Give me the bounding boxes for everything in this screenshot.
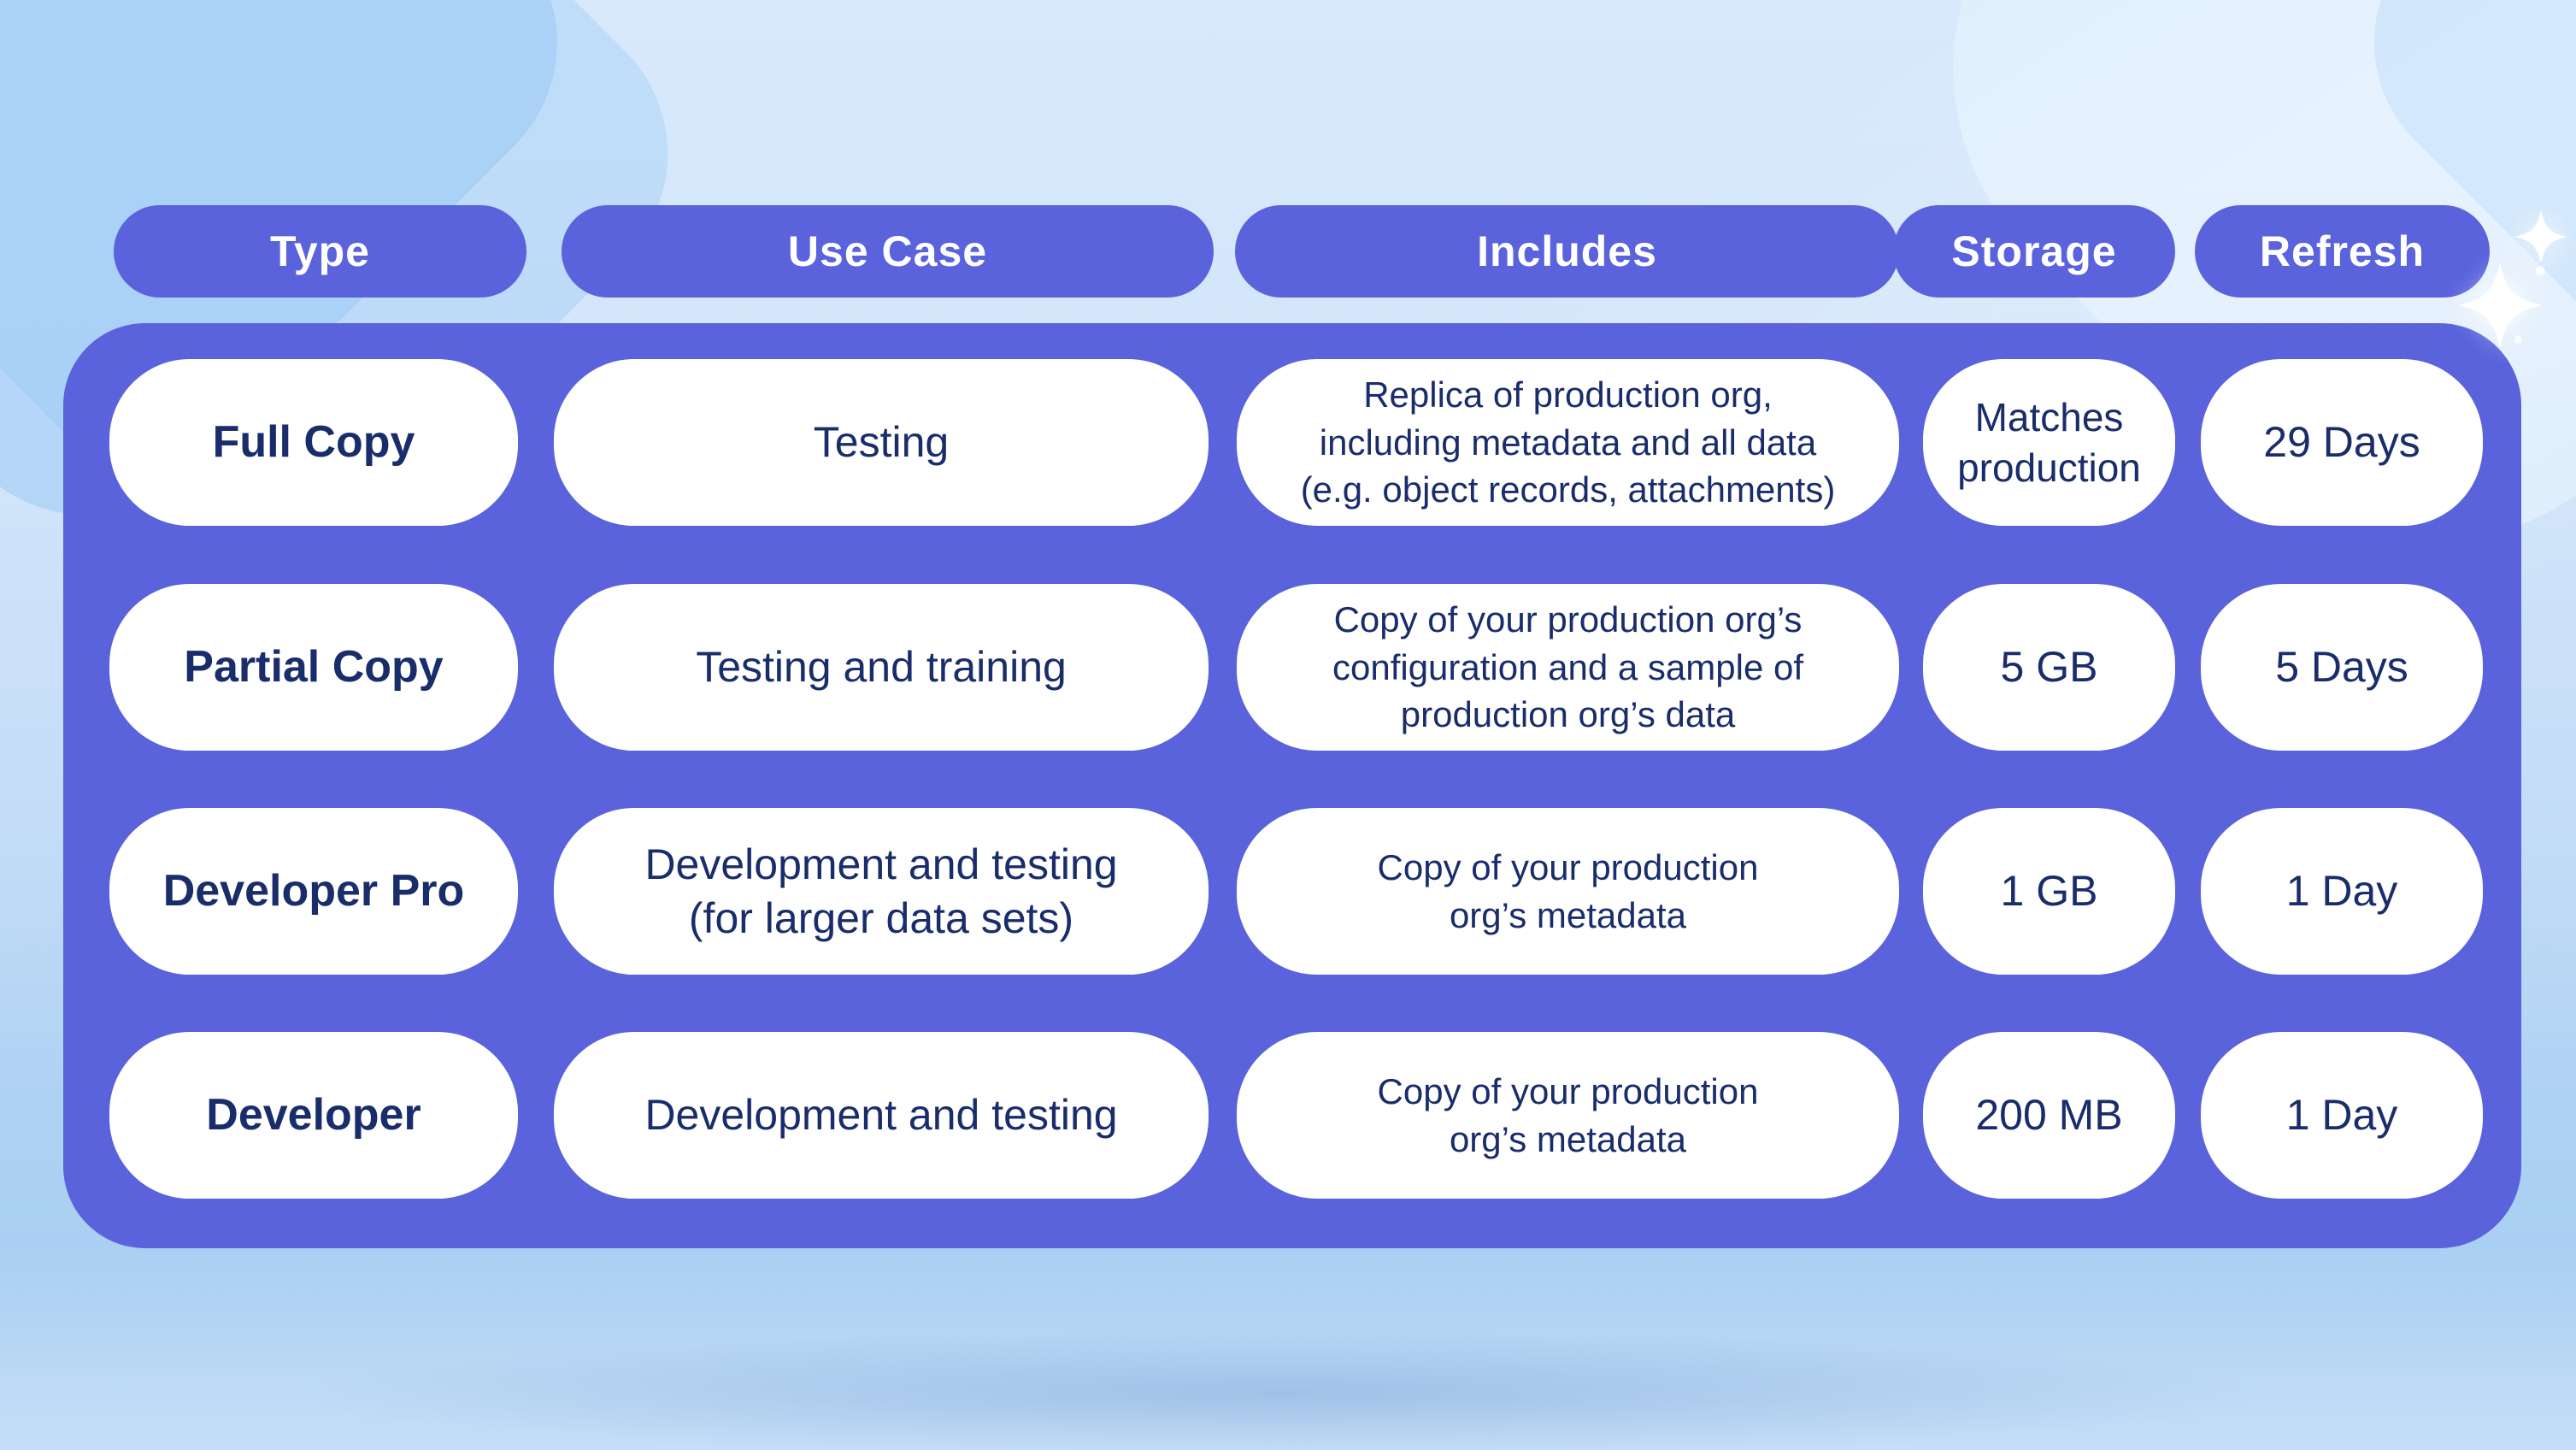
table-row-full-copy: Full Copy Testing Replica of production … [63,359,2521,526]
cell-use-case: Testing [554,359,1209,526]
decor-ground-shadow [282,1329,2282,1450]
table-row-partial-copy: Partial Copy Testing and training Copy o… [63,584,2521,751]
cell-storage: 5 GB [1923,584,2175,751]
cell-text: Copy of your production org’s metadata [1377,1071,1759,1159]
cell-type: Developer [109,1032,518,1199]
column-header-refresh: Refresh [2195,205,2490,298]
cell-text: Copy of your production org’s configurat… [1332,599,1804,735]
column-header-includes: Includes [1235,205,1899,298]
column-header-label: Includes [1477,227,1657,275]
cell-type: Developer Pro [109,808,518,975]
cell-use-case: Testing and training [554,584,1209,751]
cell-text: 5 Days [2275,643,2408,692]
cell-text: 200 MB [1975,1091,2123,1140]
cell-text: Copy of your production org’s metadata [1377,847,1759,935]
cell-text: Testing and training [696,643,1067,692]
cell-text: Developer Pro [162,866,465,917]
cell-text: Partial Copy [184,642,444,693]
column-header-label: Refresh [2259,227,2426,275]
cell-text: 1 Day [2285,867,2398,916]
cell-includes: Copy of your production org’s metadata [1237,808,1899,975]
cell-includes: Replica of production org, including met… [1237,359,1899,526]
column-header-use-case: Use Case [562,205,1214,298]
cell-refresh: 5 Days [2201,584,2483,751]
sparkle-small-icon [2514,210,2567,263]
cell-text: Replica of production org, including met… [1300,374,1836,510]
cell-refresh: 1 Day [2201,1032,2483,1199]
table-row-developer-pro: Developer Pro Development and testing (f… [63,808,2521,975]
cell-text: 5 GB [2000,643,2098,692]
cell-text: Developer [206,1090,421,1141]
cell-text: Full Copy [212,417,415,468]
cell-text: Testing [813,418,950,467]
cell-refresh: 29 Days [2201,359,2483,526]
cell-refresh: 1 Day [2201,808,2483,975]
cell-use-case: Development and testing [554,1032,1209,1199]
sparkle-large-icon [2457,262,2543,348]
cell-storage: 1 GB [1923,808,2175,975]
cell-text: 1 Day [2285,1091,2398,1140]
cell-text: 29 Days [2263,418,2420,467]
column-header-label: Type [270,227,370,275]
cell-text: Development and testing [644,1091,1118,1140]
column-header-storage: Storage [1893,205,2175,298]
sparkle-dot-icon [2514,335,2522,344]
cell-type: Partial Copy [109,584,518,751]
cell-storage: 200 MB [1923,1032,2175,1199]
table-row-developer: Developer Development and testing Copy o… [63,1032,2521,1199]
sparkle-dot-icon [2535,266,2545,276]
cell-includes: Copy of your production org’s metadata [1237,1032,1899,1199]
cell-type: Full Copy [109,359,518,526]
cell-storage: Matches production [1923,359,2175,526]
sparkle-icon [2457,210,2567,348]
cell-use-case: Development and testing (for larger data… [554,808,1209,975]
column-header-label: Use Case [787,227,988,275]
column-header-label: Storage [1951,227,2117,275]
cell-text: Development and testing (for larger data… [644,840,1118,942]
cell-text: Matches production [1957,394,2141,490]
cell-text: 1 GB [2000,867,2098,916]
column-header-type: Type [114,205,526,298]
table-container: Full Copy Testing Replica of production … [63,323,2521,1248]
cell-includes: Copy of your production org’s configurat… [1237,584,1899,751]
